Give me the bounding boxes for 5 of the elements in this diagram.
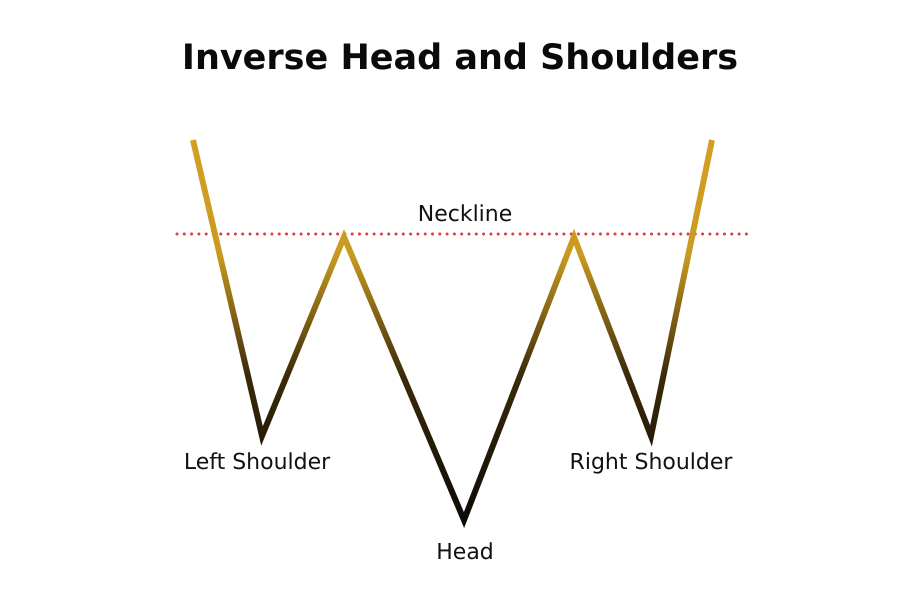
point-label: Left Shoulder xyxy=(184,450,330,476)
chart-title: Inverse Head and Shoulders xyxy=(182,38,738,78)
point-label: Head xyxy=(436,540,494,566)
point-label: Right Shoulder xyxy=(570,450,732,476)
neckline-label: Neckline xyxy=(418,202,512,228)
